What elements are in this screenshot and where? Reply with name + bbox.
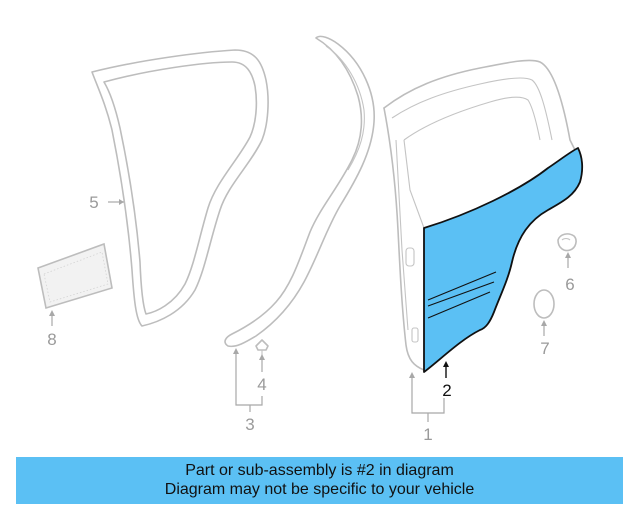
callout-5: 5	[89, 193, 98, 212]
callout-1: 1	[423, 425, 432, 444]
callout-8: 8	[47, 330, 56, 349]
part-5-door-seal	[91, 49, 269, 327]
callout-6: 6	[565, 275, 574, 294]
part-3-weatherstrip	[224, 35, 375, 348]
callout-leaders	[49, 199, 571, 422]
part-2-outer-panel	[423, 147, 584, 373]
part-6-grommet	[557, 233, 577, 252]
callout-7: 7	[540, 339, 549, 358]
callout-4: 4	[257, 375, 266, 394]
banner-line-part-number: Part or sub-assembly is #2 in diagram	[185, 462, 454, 479]
callout-2: 2	[442, 381, 451, 400]
info-banner: Part or sub-assembly is #2 in diagram Di…	[16, 457, 623, 504]
part-8-pad	[37, 242, 113, 310]
part-7-plug	[533, 289, 555, 319]
banner-line-disclaimer: Diagram may not be specific to your vehi…	[164, 481, 475, 498]
callout-3: 3	[245, 415, 254, 434]
parts-diagram: 5 8 4 3 6 7 1 2	[37, 35, 584, 444]
part-1-door-shell	[383, 59, 581, 371]
part-4-clip	[255, 339, 269, 356]
